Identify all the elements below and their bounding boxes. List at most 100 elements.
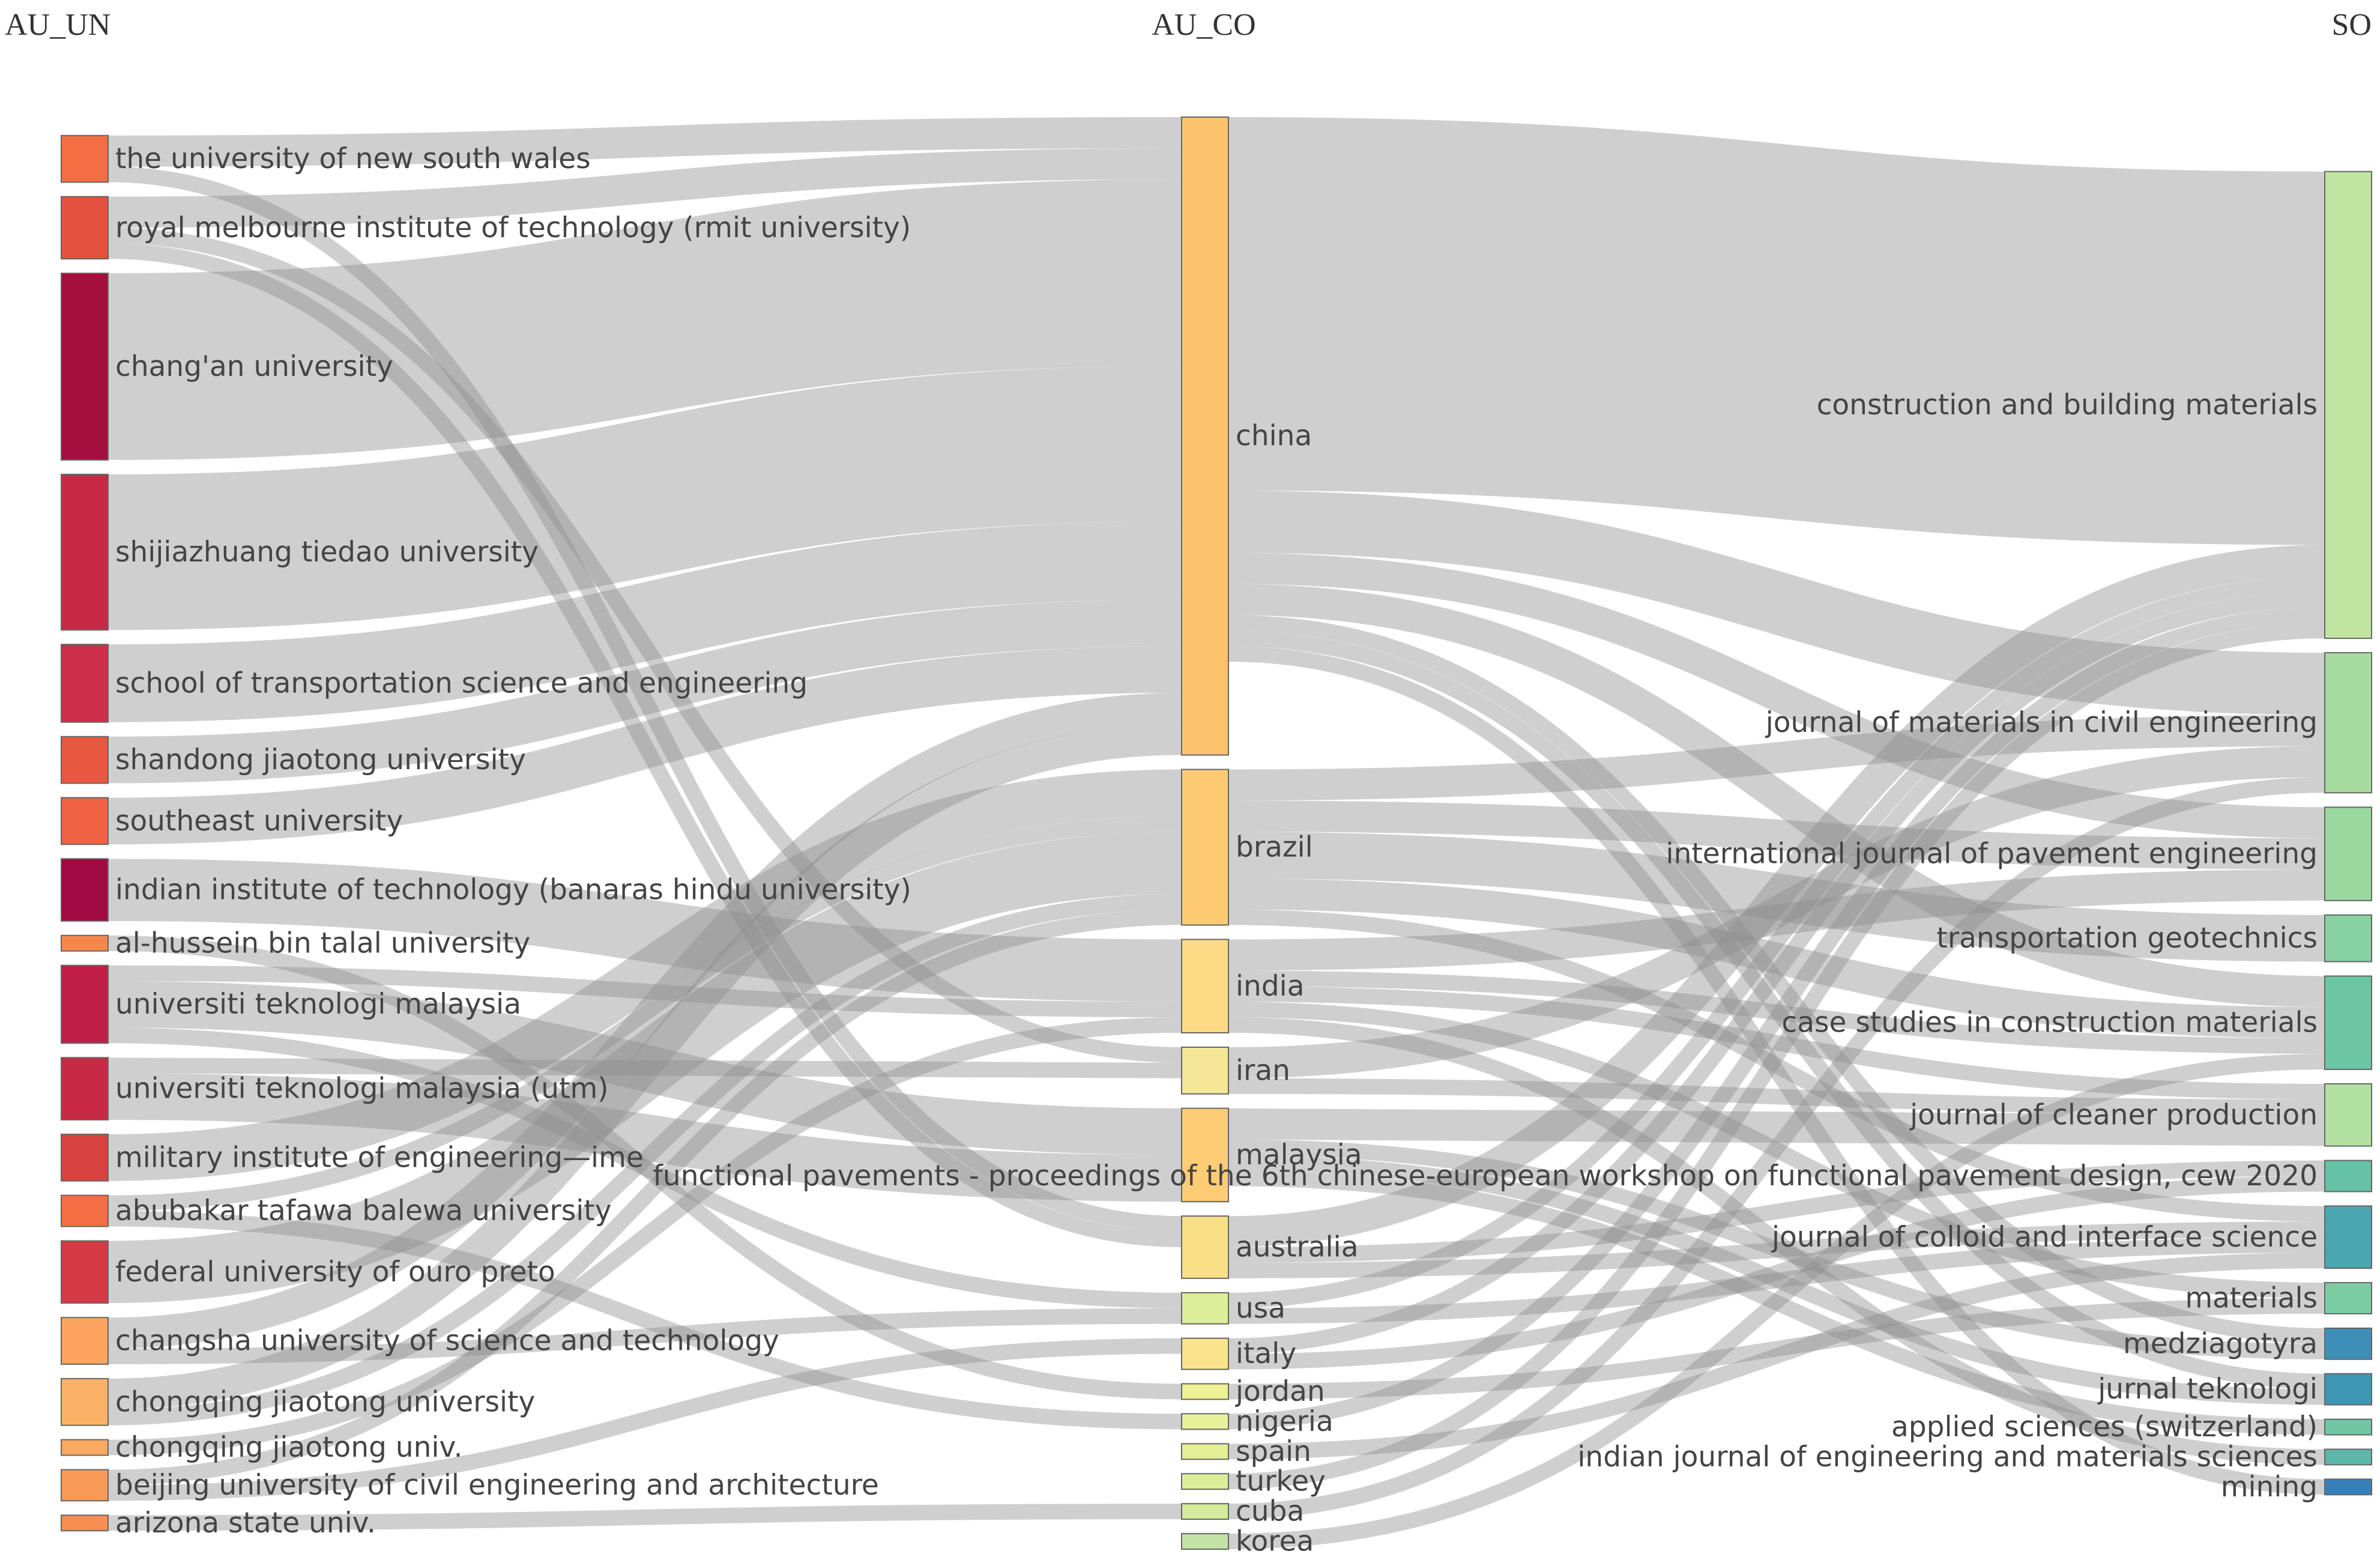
link-u18-c2[interactable] — [107, 909, 1182, 1486]
link-u17-c3[interactable] — [107, 1017, 1182, 1456]
link-c5-s6[interactable] — [1228, 1108, 2325, 1146]
link-c12-s1[interactable] — [1228, 623, 2325, 1490]
node-au-co-6[interactable] — [1181, 1215, 1229, 1279]
node-so-7[interactable] — [2324, 1159, 2372, 1193]
link-c6-s8[interactable] — [1228, 1221, 2325, 1278]
node-au-un-5[interactable] — [61, 644, 109, 723]
node-so-14[interactable] — [2324, 1478, 2372, 1496]
link-u7-c1[interactable] — [107, 646, 1182, 845]
link-u16-c1[interactable] — [107, 724, 1182, 1410]
node-au-un-18[interactable] — [61, 1469, 109, 1502]
link-c10-s1[interactable] — [1228, 607, 2325, 1430]
link-u6-c1[interactable] — [107, 599, 1182, 784]
link-u13-c10[interactable] — [107, 1211, 1182, 1430]
link-u1-c6[interactable] — [107, 166, 1182, 1232]
node-au-un-13[interactable] — [61, 1194, 109, 1227]
link-c3-s13[interactable] — [1228, 1017, 2325, 1465]
link-u16-c2[interactable] — [107, 893, 1182, 1425]
link-u14-c2[interactable] — [107, 832, 1182, 1304]
node-au-co-12[interactable] — [1181, 1473, 1229, 1490]
link-c1-s1[interactable] — [1228, 117, 2325, 545]
node-au-un-11[interactable] — [61, 1057, 109, 1120]
node-so-1[interactable] — [2324, 171, 2372, 639]
link-u10-c7[interactable] — [107, 1027, 1182, 1308]
link-c8-s1[interactable] — [1228, 591, 2325, 1354]
node-au-co-13[interactable] — [1181, 1503, 1229, 1520]
node-au-un-10[interactable] — [61, 964, 109, 1044]
node-au-un-12[interactable] — [61, 1133, 109, 1182]
link-u1-c1[interactable] — [107, 117, 1182, 167]
node-so-9[interactable] — [2324, 1282, 2372, 1314]
link-u11-c4[interactable] — [107, 1057, 1182, 1078]
link-c11-s8[interactable] — [1228, 1253, 2325, 1460]
link-c3-s6[interactable] — [1228, 986, 2325, 1099]
link-u15-c1[interactable] — [107, 692, 1182, 1349]
node-au-co-10[interactable] — [1181, 1413, 1229, 1430]
node-so-13[interactable] — [2324, 1448, 2372, 1466]
link-u10-c3[interactable] — [107, 965, 1182, 1018]
node-au-co-11[interactable] — [1181, 1443, 1229, 1460]
link-u19-c13[interactable] — [107, 1504, 1182, 1531]
link-c3-s3[interactable] — [1228, 869, 2325, 971]
node-au-un-2[interactable] — [61, 196, 109, 260]
link-c1-s11[interactable] — [1228, 630, 2325, 1389]
node-au-co-7[interactable] — [1181, 1292, 1229, 1325]
link-c2-s8[interactable] — [1228, 909, 2325, 1222]
node-au-un-16[interactable] — [61, 1377, 109, 1426]
link-c5-s12[interactable] — [1228, 1170, 2325, 1435]
link-c7-s1[interactable] — [1228, 576, 2325, 1308]
link-c7-s8[interactable] — [1228, 1237, 2325, 1324]
link-c6-s1[interactable] — [1228, 545, 2325, 1248]
node-au-un-17[interactable] — [61, 1439, 109, 1456]
link-u18-c8[interactable] — [107, 1338, 1182, 1501]
node-so-2[interactable] — [2324, 652, 2372, 794]
link-u5-c1[interactable] — [107, 521, 1182, 722]
node-au-co-5[interactable] — [1181, 1107, 1229, 1203]
node-au-co-3[interactable] — [1181, 939, 1229, 1034]
node-au-un-7[interactable] — [61, 797, 109, 845]
link-c5-s10[interactable] — [1228, 1139, 2325, 1359]
link-c2-s4[interactable] — [1228, 832, 2325, 962]
link-u4-c1[interactable] — [107, 366, 1182, 630]
link-u8-c3[interactable] — [107, 859, 1182, 1002]
node-au-un-14[interactable] — [61, 1240, 109, 1304]
link-c3-s5[interactable] — [1228, 970, 2325, 1054]
node-au-co-4[interactable] — [1181, 1047, 1229, 1095]
node-au-un-3[interactable] — [61, 273, 109, 461]
link-u9-c9[interactable] — [107, 935, 1182, 1400]
node-au-co-1[interactable] — [1181, 116, 1229, 756]
link-c4-s6[interactable] — [1228, 1078, 2325, 1115]
link-c1-s5[interactable] — [1228, 584, 2325, 1008]
node-au-un-9[interactable] — [61, 934, 109, 952]
node-au-un-4[interactable] — [61, 474, 109, 631]
node-au-un-15[interactable] — [61, 1317, 109, 1365]
node-so-5[interactable] — [2324, 975, 2372, 1070]
node-au-co-9[interactable] — [1181, 1383, 1229, 1400]
link-c14-s5[interactable] — [1228, 1054, 2325, 1549]
link-c3-s9[interactable] — [1228, 1002, 2325, 1299]
link-u15-c7[interactable] — [107, 1308, 1182, 1364]
link-u2-c6[interactable] — [107, 243, 1182, 1248]
node-au-un-1[interactable] — [61, 135, 109, 183]
node-so-3[interactable] — [2324, 806, 2372, 901]
link-c4-s2[interactable] — [1228, 746, 2325, 1078]
link-u11-c5[interactable] — [107, 1073, 1182, 1202]
link-c5-s11[interactable] — [1228, 1155, 2325, 1405]
link-c13-s2[interactable] — [1228, 777, 2325, 1520]
link-c6-s7[interactable] — [1228, 1160, 2325, 1263]
node-au-un-6[interactable] — [61, 736, 109, 784]
node-so-11[interactable] — [2324, 1373, 2372, 1406]
link-c1-s2[interactable] — [1228, 490, 2325, 715]
node-so-10[interactable] — [2324, 1327, 2372, 1360]
node-au-co-8[interactable] — [1181, 1337, 1229, 1370]
link-c2-s3[interactable] — [1228, 800, 2325, 869]
link-c2-s2[interactable] — [1228, 715, 2325, 801]
node-au-un-8[interactable] — [61, 858, 109, 922]
link-u12-c2[interactable] — [107, 769, 1182, 1181]
link-c9-s9[interactable] — [1228, 1298, 2325, 1400]
link-u13-c2[interactable] — [107, 816, 1182, 1211]
link-u10-c5[interactable] — [107, 981, 1182, 1155]
node-au-co-2[interactable] — [1181, 769, 1229, 926]
link-u3-c1[interactable] — [107, 179, 1182, 461]
link-c1-s10[interactable] — [1228, 615, 2325, 1344]
